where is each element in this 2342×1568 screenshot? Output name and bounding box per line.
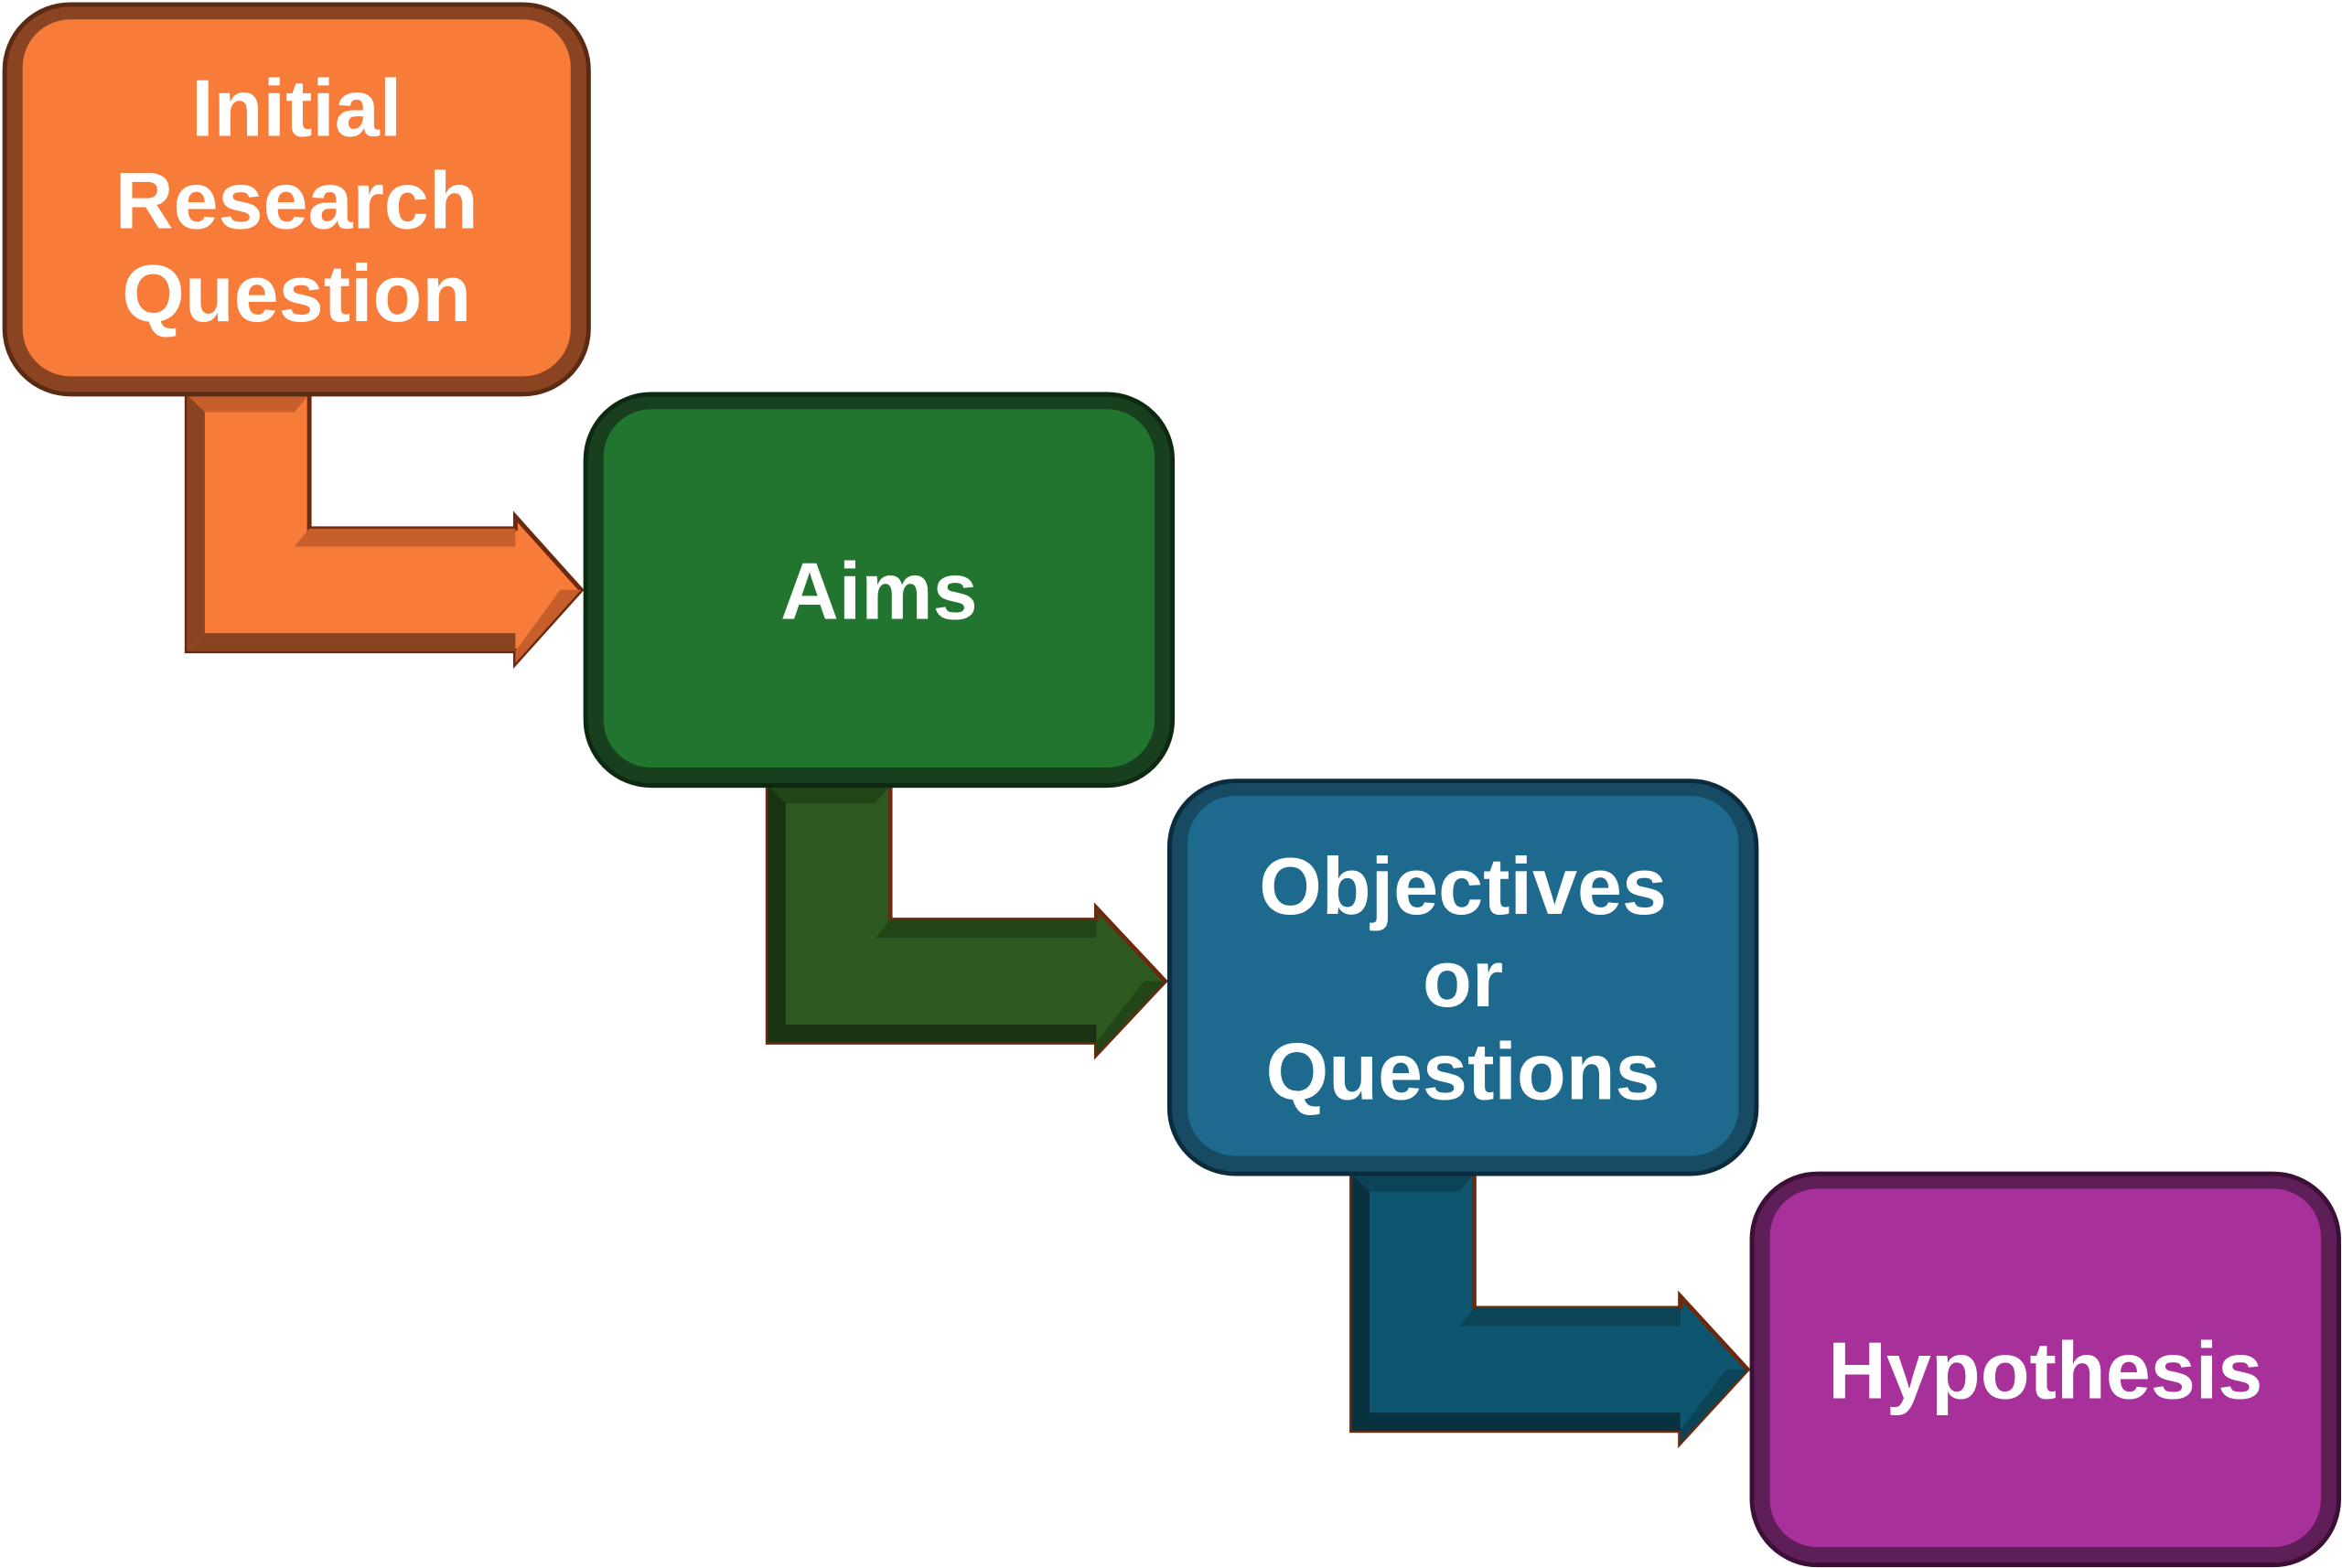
connector-arrow-1 — [184, 392, 585, 670]
arrow-bevel-top — [187, 393, 310, 413]
step-aims: Aims — [583, 392, 1176, 789]
step-hypothesis: Hypothesis — [1749, 1171, 2341, 1568]
arrow-bevel-bottom — [768, 1024, 1097, 1043]
arrow-bevel-bar-top — [294, 528, 516, 547]
arrow-bevel-bar-top — [1459, 1307, 1681, 1326]
arrow-bevel-bottom — [1351, 1412, 1681, 1431]
step-label-line: Question — [122, 248, 471, 338]
step-box-face — [22, 19, 571, 377]
step-label-line: Hypothesis — [1828, 1326, 2262, 1416]
step-label-line: or — [1423, 933, 1503, 1024]
connector-arrow-2 — [765, 783, 1168, 1060]
arrow-bevel-top — [768, 785, 891, 804]
step-box-face — [1769, 1188, 2321, 1548]
step-label-line: Questions — [1266, 1026, 1660, 1116]
step-box-face — [1187, 796, 1739, 1156]
arrow-bevel-left — [768, 785, 786, 1043]
step-label-line: Initial — [191, 62, 402, 153]
arrow-bevel-left — [1351, 1174, 1370, 1431]
arrow-bevel-top — [1351, 1174, 1475, 1192]
connector-arrow-3 — [1349, 1171, 1751, 1449]
arrow-bevel-bottom — [187, 633, 516, 651]
arrow-bevel-left — [187, 393, 205, 651]
step-label-line: Aims — [780, 546, 978, 637]
step-label-line: Objectives — [1259, 841, 1667, 931]
arrow-bevel-bar-top — [875, 919, 1097, 939]
step-box-face — [603, 409, 1155, 768]
step-label-line: Research — [115, 156, 478, 246]
arrow-bevel-head — [1680, 1369, 1748, 1443]
